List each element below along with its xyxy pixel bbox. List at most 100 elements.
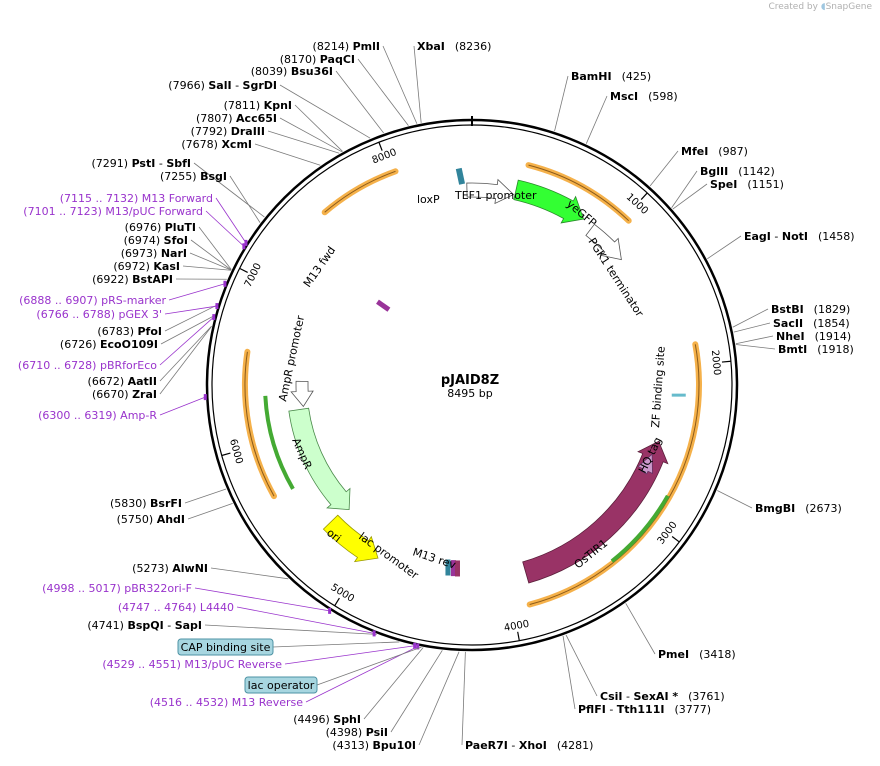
enzyme-coord: (1854) xyxy=(813,317,850,330)
enzyme-label-8: (7678) XcmI xyxy=(181,138,252,151)
enzyme-name: XbaI xyxy=(417,40,445,53)
site-box xyxy=(177,638,274,656)
enzyme-coord: (4398) xyxy=(326,726,366,739)
ampr-arrow xyxy=(288,407,351,511)
enzyme-name: KpnI xyxy=(264,99,292,112)
primer-marker xyxy=(328,607,332,614)
green-arc-right xyxy=(610,494,670,563)
enzyme-separator: - xyxy=(606,703,617,716)
enzyme-name: PaeR7I xyxy=(465,739,508,752)
enzyme-coord: (425) xyxy=(622,70,652,83)
box-leader xyxy=(316,646,422,686)
tick-label: 8000 xyxy=(371,147,399,166)
enzyme-leader xyxy=(294,104,343,152)
plasmid-length: 8495 bp xyxy=(447,387,492,400)
primer-marker xyxy=(416,643,420,650)
enzyme-name: BstAPI xyxy=(132,273,173,286)
enzyme-name: AatII xyxy=(128,375,157,388)
enzyme-coord: (1918) xyxy=(817,343,854,356)
enzyme-label-34: BstBI(1829) xyxy=(771,303,850,316)
enzyme-name-extra: SapI xyxy=(175,619,202,632)
enzyme-coord: (6726) xyxy=(60,338,100,351)
primer-label-7: (4747 .. 4764) L4440 xyxy=(118,601,234,614)
feature-label-4: M13 fwd xyxy=(301,244,338,290)
tick-mark xyxy=(640,192,648,200)
enzyme-leader xyxy=(461,651,466,746)
enzyme-leader xyxy=(671,170,698,208)
site-box xyxy=(244,676,318,694)
primer-leader xyxy=(159,396,206,416)
enzyme-name: Acc65I xyxy=(236,112,277,125)
tick-mark xyxy=(239,267,248,273)
enzyme-separator: - xyxy=(622,690,633,703)
enzyme-leader xyxy=(198,226,232,270)
tick-mark xyxy=(378,142,383,151)
enzyme-coord: (5830) xyxy=(110,497,150,510)
feature-arcs xyxy=(241,162,702,608)
enzyme-label-0: (8214) PmlI xyxy=(313,40,380,53)
tick-label: 5000 xyxy=(329,582,356,605)
enzyme-leader xyxy=(159,325,212,382)
enzyme-leader xyxy=(210,567,289,580)
enzyme-leader xyxy=(562,635,576,710)
primer-leader xyxy=(168,283,226,301)
enzyme-coord: (2673) xyxy=(805,502,842,515)
enzyme-name: DraIII xyxy=(231,125,265,138)
enzyme-coord: (6922) xyxy=(92,273,132,286)
enzyme-coord: (7811) xyxy=(224,99,264,112)
primer-marker xyxy=(372,630,376,637)
enzyme-name: PfoI xyxy=(138,325,163,338)
enzyme-label-41: PflFI - Tth111I(3777) xyxy=(578,703,711,716)
lac-cluster-marker xyxy=(450,560,456,577)
enzyme-coord: (3761) xyxy=(688,690,725,703)
enzyme-label-33: EagI - NotI(1458) xyxy=(744,230,855,243)
enzyme-coord: (6783) xyxy=(97,325,137,338)
enzyme-label-7: (7792) DraIII xyxy=(191,125,265,138)
arc-upper-right-core xyxy=(528,164,630,222)
enzyme-label-23: (4741) BspQI - SapI xyxy=(87,619,202,632)
enzyme-coord: (1142) xyxy=(738,165,775,178)
primer-label-6: (4998 .. 5017) pBR322ori-F xyxy=(42,582,192,595)
enzyme-leader xyxy=(390,650,443,733)
primer-leader xyxy=(194,587,330,612)
enzyme-label-18: (6672) AatII xyxy=(88,375,157,388)
enzyme-label-20: (5830) BsrFI xyxy=(110,497,182,510)
enzyme-leader xyxy=(418,651,460,746)
loxp-marker xyxy=(455,167,466,185)
enzyme-coord: (1458) xyxy=(818,230,855,243)
enzyme-coord: (4496) xyxy=(293,713,333,726)
enzyme-name: NheI xyxy=(776,330,805,343)
ostir1-arrow xyxy=(522,440,669,584)
enzyme-coord: (8214) xyxy=(313,40,353,53)
enzyme-separator: - xyxy=(164,619,175,632)
enzyme-name: AhdI xyxy=(157,513,185,526)
primer-marker xyxy=(413,642,417,649)
enzyme-name: EagI xyxy=(744,230,771,243)
enzyme-coord: (3418) xyxy=(699,648,736,661)
enzyme-leader xyxy=(229,175,261,223)
enzyme-leader xyxy=(733,322,771,333)
enzyme-label-19: (6670) ZraI xyxy=(92,388,157,401)
tick-mark xyxy=(721,360,731,363)
enzyme-leader xyxy=(554,75,569,132)
enzyme-label-2: (8170) PaqCI xyxy=(280,53,355,66)
enzyme-label-29: MscI(598) xyxy=(610,90,678,103)
enzyme-leader xyxy=(184,488,227,504)
enzyme-coord: (6972) xyxy=(113,260,153,273)
ampr-promoter-arrow xyxy=(290,380,314,408)
enzyme-leader xyxy=(625,603,656,655)
primer-marker xyxy=(242,243,246,250)
enzyme-name: PluTI xyxy=(165,221,196,234)
enzyme-coord: (4313) xyxy=(332,739,372,752)
enzyme-name: PaqCI xyxy=(320,53,355,66)
enzyme-coord: (4281) xyxy=(557,739,594,752)
enzyme-label-10: (7255) BsgI xyxy=(160,170,227,183)
primer-marker xyxy=(203,394,207,401)
enzyme-name: AlwNI xyxy=(172,562,208,575)
ori-arrow xyxy=(322,514,379,563)
tick-mark xyxy=(334,597,340,607)
enzyme-label-11: (6976) PluTI xyxy=(125,221,196,234)
